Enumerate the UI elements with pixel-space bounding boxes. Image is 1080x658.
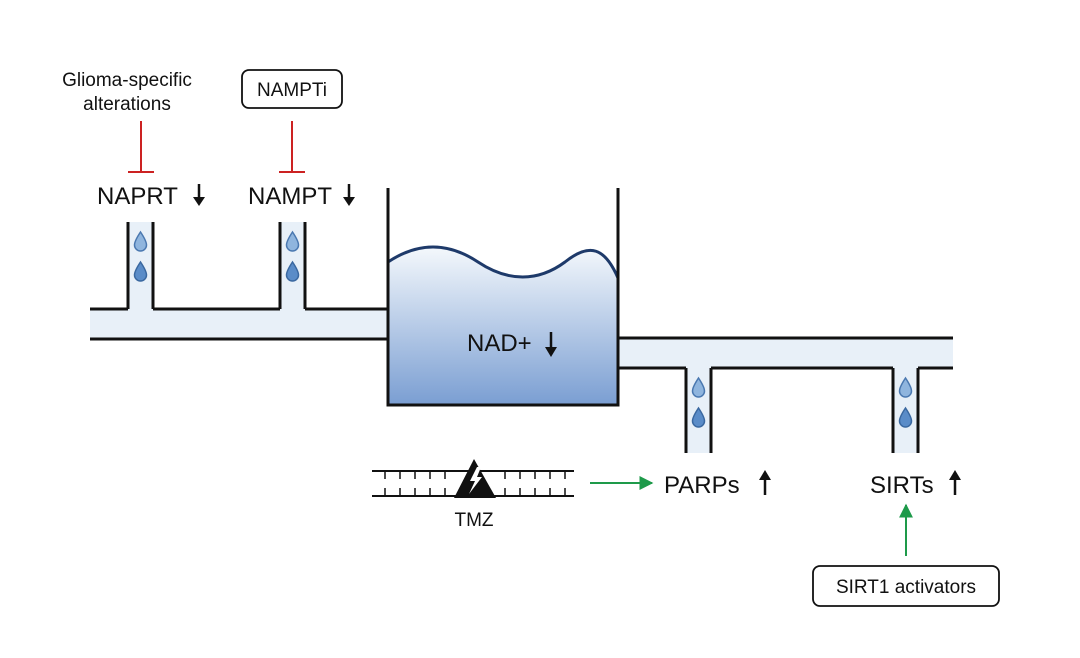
tank-wall	[386, 188, 620, 407]
down-arrow-icon	[545, 332, 557, 357]
sirt1-activators-label: SIRT1 activators	[836, 577, 976, 598]
sirt1-activators-box: SIRT1 activators	[812, 565, 1000, 607]
sirts-label: SIRTs	[870, 472, 934, 499]
inhibition-arrow-icon	[128, 121, 154, 173]
tmz-label: TMZ	[454, 510, 493, 531]
naprt-label: NAPRT	[97, 183, 178, 210]
lightning-icon	[454, 459, 496, 498]
tank-water	[388, 247, 618, 405]
nad-label: NAD+	[467, 330, 532, 357]
glioma-label-line1: Glioma-specific	[62, 70, 192, 91]
inhibition-arrow-icon	[279, 121, 305, 173]
water-drop-icon	[133, 260, 148, 282]
up-arrow-icon	[759, 470, 771, 495]
glioma-label-line2: alterations	[83, 94, 171, 115]
water-drop-icon	[133, 230, 148, 252]
water-drop-icon	[691, 406, 706, 428]
up-arrow-icon	[949, 470, 961, 495]
left-pipe	[90, 307, 388, 341]
water-surface-line	[387, 245, 620, 279]
water-drop-icon	[285, 230, 300, 252]
nampti-label: NAMPTi	[257, 80, 327, 101]
parps-label: PARPs	[664, 472, 740, 499]
water-drop-icon	[285, 260, 300, 282]
right-pipe	[618, 336, 953, 370]
nampt-label: NAMPT	[248, 183, 332, 210]
water-drop-icon	[898, 376, 913, 398]
water-drop-icon	[691, 376, 706, 398]
nad-tank	[386, 188, 620, 407]
down-arrow-icon	[193, 184, 205, 206]
nampti-box: NAMPTi	[241, 69, 343, 109]
water-drop-icon	[898, 406, 913, 428]
down-arrow-icon	[343, 184, 355, 206]
